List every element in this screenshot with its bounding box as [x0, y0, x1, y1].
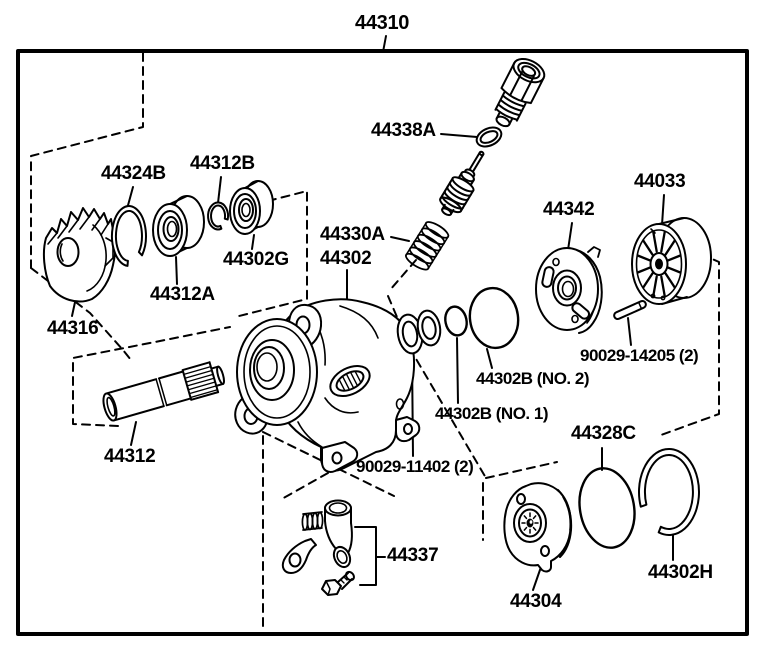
label-44302b-no2: 44302B (NO. 2) — [476, 369, 590, 388]
label-44312: 44312 — [104, 446, 156, 467]
label-44302: 44302 — [320, 248, 372, 269]
part-snapring-44312b — [207, 201, 230, 231]
part-snapring-44302h — [638, 448, 700, 536]
part-seals-90029-11402 — [396, 309, 442, 355]
label-44302h: 44302H — [648, 562, 713, 583]
label-90029-14205: 90029-14205 (2) — [580, 346, 699, 365]
part-bearing-44312a — [152, 195, 205, 257]
part-cover-44304 — [503, 482, 573, 573]
part-pump-housing-44302 — [234, 298, 421, 473]
part-rotor-44033 — [631, 217, 712, 305]
part-oring-44328c — [578, 467, 636, 549]
part-snapring-44324b — [110, 205, 147, 267]
label-44328c: 44328C — [571, 423, 636, 444]
part-spring-44330a — [405, 221, 450, 271]
part-bearing-44302g — [229, 180, 274, 235]
part-union-fitting — [494, 57, 546, 128]
label-44304: 44304 — [510, 591, 562, 612]
part-control-valve — [439, 150, 485, 217]
label-44302g: 44302G — [223, 249, 289, 270]
label-44330a: 44330A — [320, 224, 385, 245]
part-pin-90029-14205 — [613, 300, 647, 320]
part-oring-44302b-no1 — [444, 305, 468, 337]
part-union-44337 — [281, 499, 355, 596]
label-44312a: 44312A — [150, 284, 215, 305]
label-44033: 44033 — [634, 171, 686, 192]
part-shaft-44312 — [102, 361, 225, 422]
part-oring-44338a — [475, 126, 503, 148]
label-90029-11402: 90029-11402 (2) — [356, 457, 474, 476]
part-plate-44342 — [535, 246, 603, 334]
label-44324b: 44324B — [101, 163, 166, 184]
label-44338a: 44338A — [371, 120, 436, 141]
label-44337: 44337 — [387, 545, 439, 566]
part-oring-44302b-no2 — [468, 286, 520, 350]
label-44316: 44316 — [47, 318, 99, 339]
part-gear-44316 — [42, 207, 117, 303]
label-44302b-no1: 44302B (NO. 1) — [435, 404, 549, 423]
label-44342: 44342 — [543, 199, 595, 220]
label-44312b: 44312B — [190, 153, 255, 174]
label-44310: 44310 — [355, 12, 410, 34]
